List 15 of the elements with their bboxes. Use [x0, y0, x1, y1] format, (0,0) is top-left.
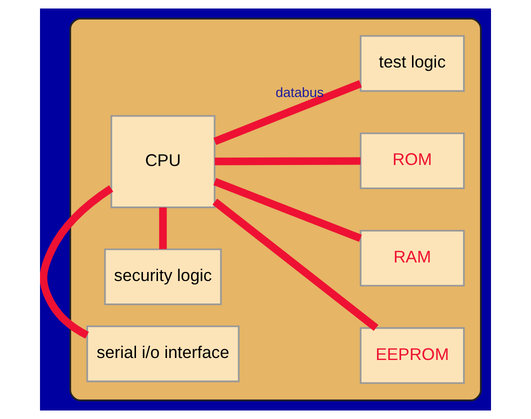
connector [213, 178, 362, 242]
connector [40, 185, 114, 339]
connector [159, 207, 167, 250]
connector [214, 157, 360, 166]
node-box: security logic [104, 248, 222, 306]
node-box: serial i/o interface [86, 325, 240, 382]
node-box: CPU [110, 115, 216, 208]
connector [212, 198, 378, 331]
node-box: ROM [360, 132, 465, 190]
connector [213, 80, 362, 145]
cluster [69, 18, 482, 402]
node-box: EEPROM [360, 327, 465, 384]
edge-label: databus [276, 85, 324, 100]
node-box: RAM [360, 230, 465, 287]
node-box: test logic [360, 35, 465, 92]
